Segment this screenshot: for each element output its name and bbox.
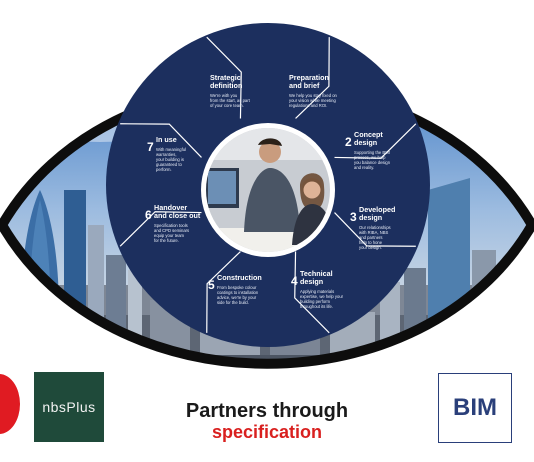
stage-number: 2 [345,135,352,149]
stage-description: for the future. [154,238,179,243]
stage-description: from the start, as part [210,98,251,103]
nbs-plus-logo: nbsPlus [34,372,104,442]
stage-title: Concept [354,130,383,139]
stage-description: perform. [156,167,172,172]
red-badge-logo [0,374,20,434]
stage-number: 6 [145,208,152,222]
bim-logo: BIM [438,373,512,443]
stage-number: 7 [147,140,154,154]
tagline: Partners through specification [150,400,384,442]
stage-description: your building is [156,157,184,162]
stage-description: building perform [300,299,331,304]
stage-description: warranties, [156,152,176,157]
stage-title: Developed [359,205,395,214]
stage-title: Technical [300,269,333,278]
stage-description: regulations and ROI. [289,103,327,108]
stage-description: We help you stay fixed on [289,93,338,98]
stage-title: Preparation [289,73,329,82]
ring-divider [334,123,417,159]
tagline-line-1: Partners through [185,400,349,422]
stage-description: help to hone [359,240,383,245]
stage-description: We're with you [210,93,238,98]
stage-description: process, we help [354,155,386,160]
stage-description: With meaningful [156,147,186,152]
stage-description: your vision while meeting [289,98,336,103]
stage-description: From bespoke colour [217,285,257,290]
stage-number: 5 [208,278,215,292]
stage-title: definition [210,81,242,90]
stage-title: and brief [289,81,320,90]
stage-description: and partners [359,235,383,240]
stage-description: and CPD seminars [154,228,189,233]
stage-number: 3 [350,210,357,224]
stage-description: with RIBA, NBS [359,230,389,235]
stage-description: expertise, we help your [300,294,344,299]
bim-logo-text: BIM [453,394,497,421]
stage-title: Handover [154,203,187,212]
tagline-line-2: specification [211,422,323,442]
stage-description: Our relationships [359,225,391,230]
stage-title: design [300,277,323,286]
stage-title: design [359,213,382,222]
ring-divider [120,123,202,158]
stage-description: you balance design [354,160,391,165]
stage-number: 4 [291,274,298,288]
ring-divider [295,37,330,119]
ring-divider [294,251,330,334]
stage-description: your design. [359,245,382,250]
ring-divider [334,212,416,247]
stage-description: of your core team. [210,103,244,108]
ring-chevrons [119,36,417,334]
stage-description: Applying materials [300,289,334,294]
stage-description: coatings to installation [217,290,259,295]
red-partial-logo [524,386,534,426]
stage-title: In use [156,135,177,144]
stage-description: Specification tools [154,223,188,228]
stage-description: advice, we're by your [217,295,257,300]
ring-divider [206,251,241,333]
stage-description: guaranteed to [156,162,183,167]
stage-description: equip your team [154,233,185,238]
stage-title: design [354,138,377,147]
stage-description: and reality. [354,165,374,170]
nbs-plus-logo-text: nbsPlus [42,399,96,415]
stage-description: side for the build. [217,300,249,305]
stage-description: Supporting the BIM [354,150,390,155]
team-photo [201,123,335,257]
stage-title: Construction [217,273,262,282]
stage-title: and close out [154,211,201,220]
ring-divider [119,211,202,247]
stage-description: throughout its life. [300,304,333,309]
ring-divider [206,36,242,119]
stage-title: Strategic [210,73,241,82]
